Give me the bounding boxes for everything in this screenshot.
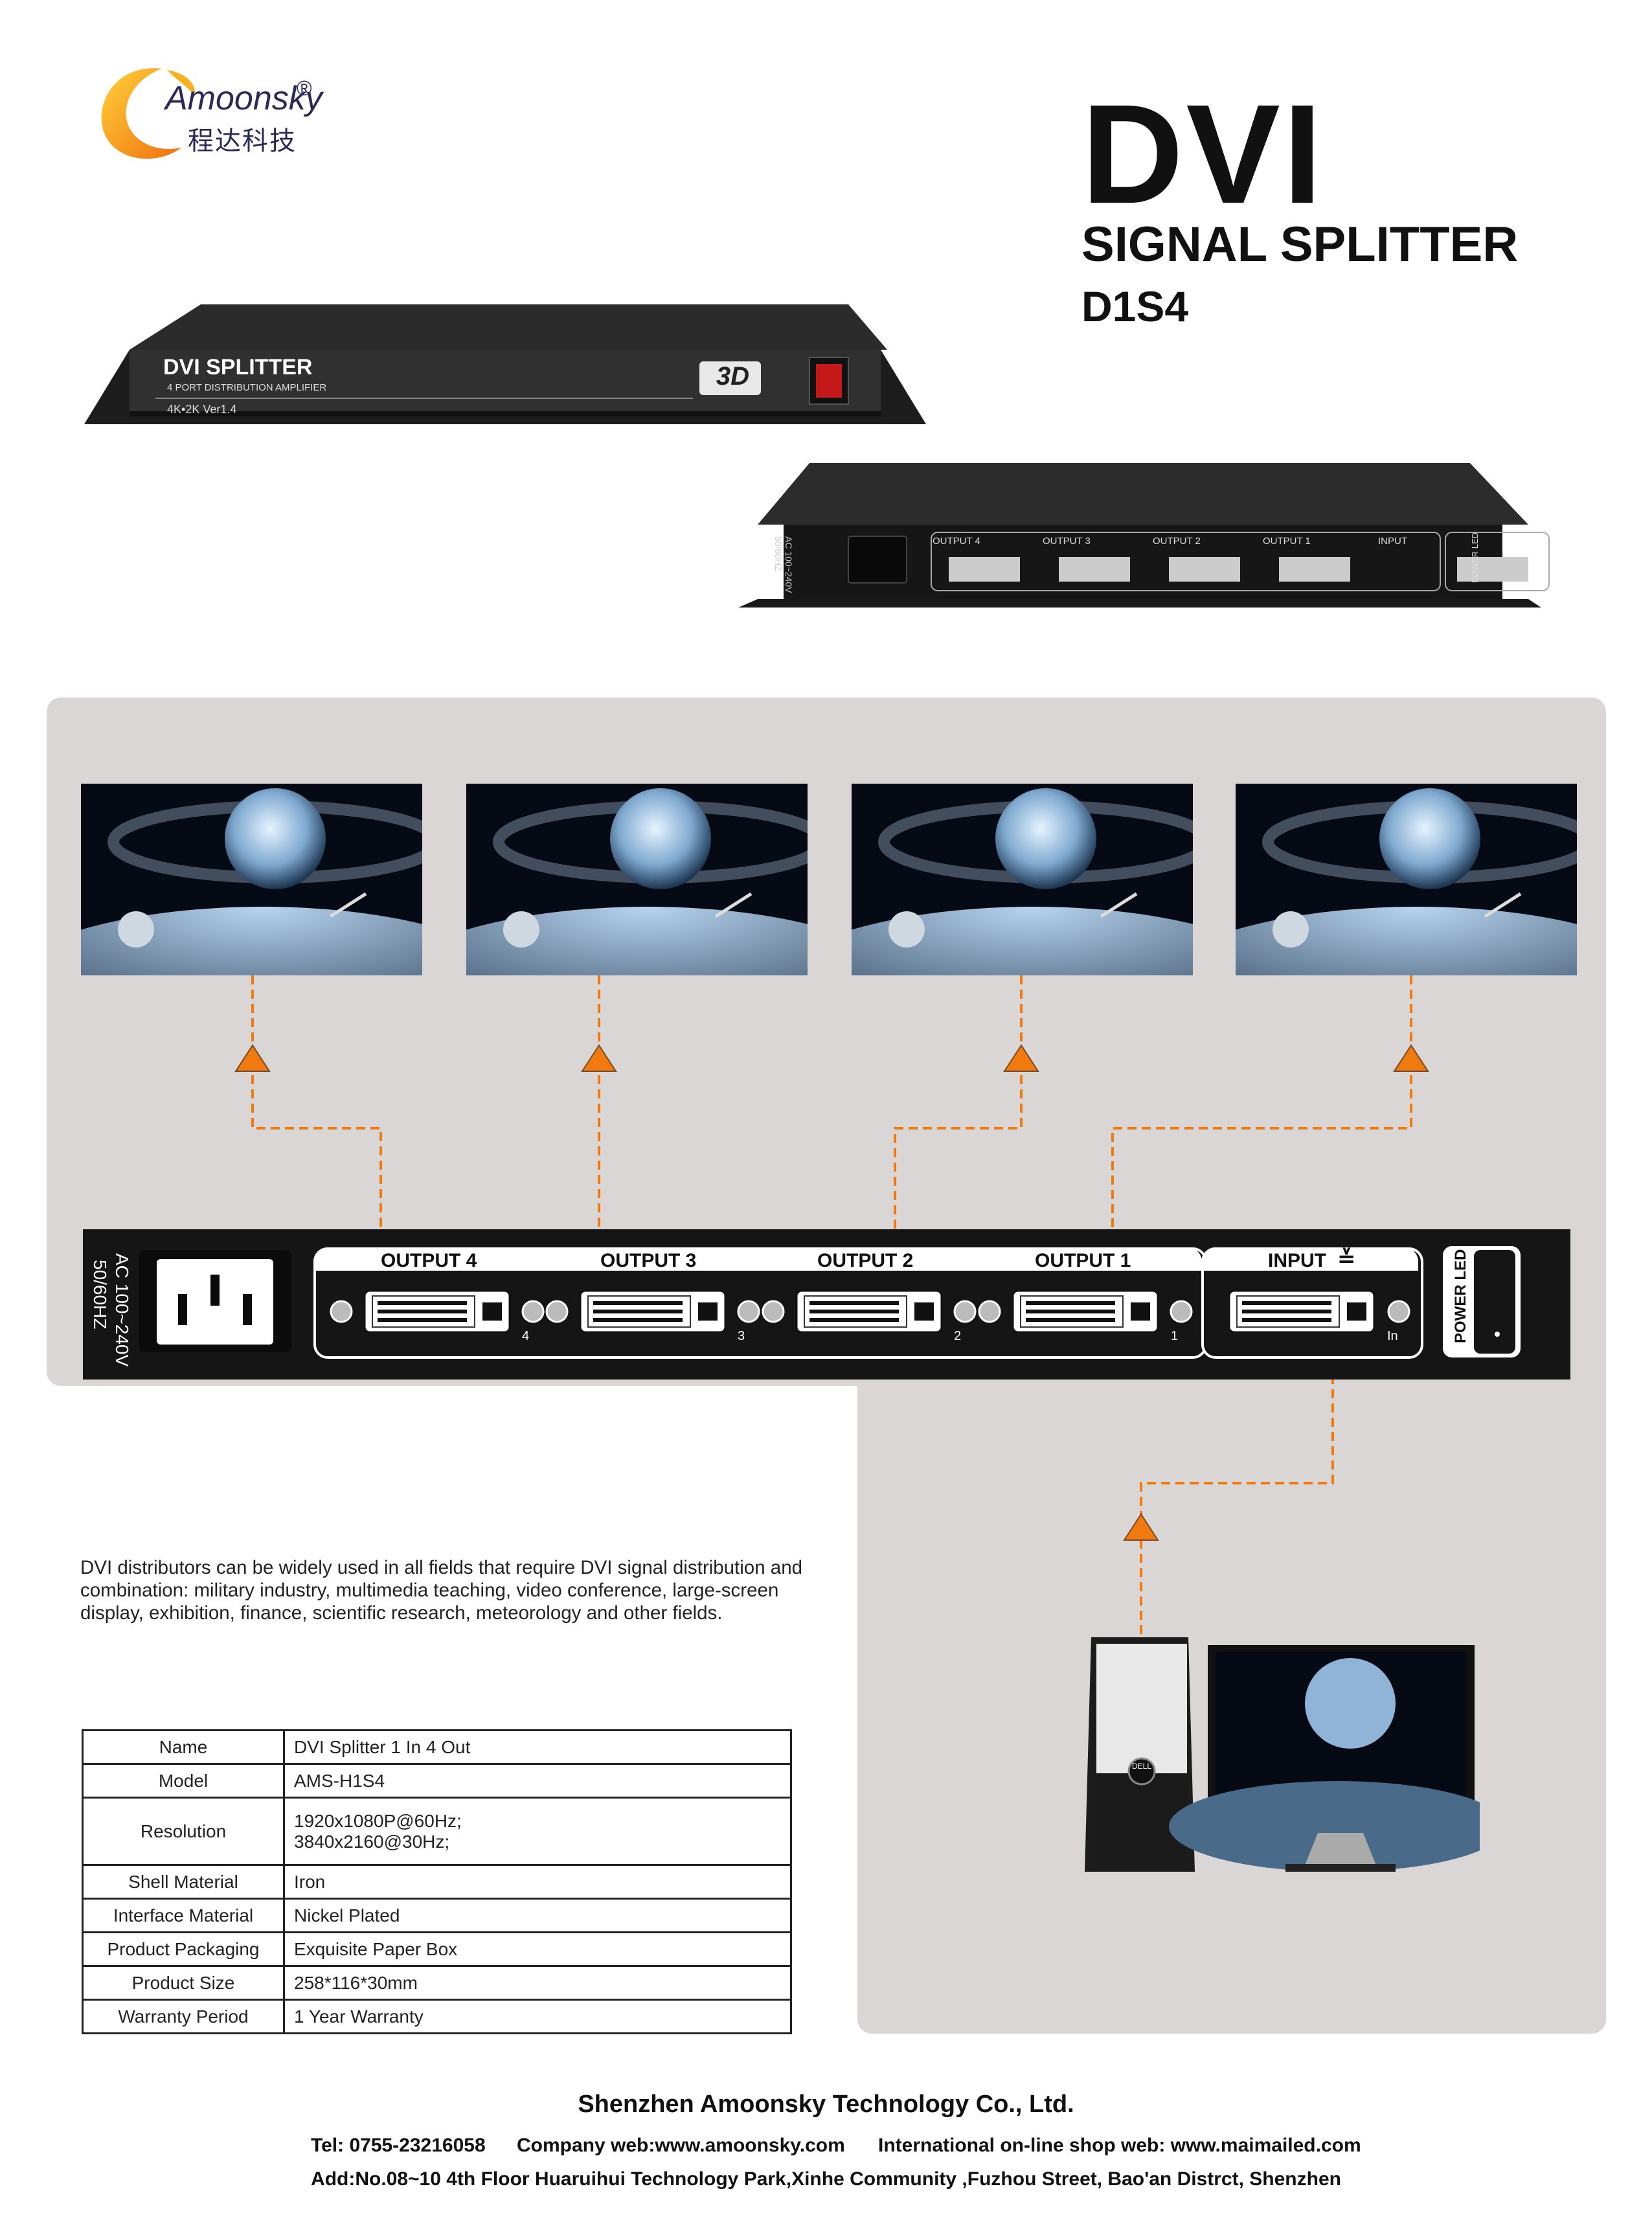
footer-company-web[interactable]: Company web:www.amoonsky.com bbox=[517, 2135, 845, 2156]
input-label: INPUT bbox=[1268, 1250, 1326, 1271]
page-subtitle: SIGNAL SPLITTER bbox=[1081, 217, 1519, 272]
table-row: Product Packaging Exquisite Paper Box bbox=[82, 1931, 792, 1967]
dvi-port-output-1[interactable] bbox=[975, 1286, 1195, 1341]
product-description: DVI distributors can be widely used in a… bbox=[80, 1557, 803, 1624]
dvi-connector-icon bbox=[1228, 1289, 1410, 1334]
spec-key: Product Size bbox=[82, 1965, 285, 2001]
small-output-3: OUTPUT 3 bbox=[1043, 536, 1091, 547]
arrow-up-icon bbox=[1393, 1044, 1429, 1072]
spec-key: Resolution bbox=[82, 1797, 285, 1866]
spec-key: Interface Material bbox=[82, 1898, 285, 1933]
small-output-2: OUTPUT 2 bbox=[1153, 536, 1201, 547]
input-header-bar bbox=[1201, 1247, 1418, 1271]
planet-image-icon bbox=[852, 788, 1193, 975]
device-back-image bbox=[738, 460, 1580, 615]
dvi-connector-icon bbox=[762, 1289, 977, 1334]
logo-chinese-name: 程达科技 bbox=[188, 127, 297, 155]
dvi-port-output-2[interactable] bbox=[759, 1286, 979, 1341]
device-front-sublabel: 4 PORT DISTRIBUTION AMPLIFIER bbox=[167, 382, 327, 393]
arrow-up-icon bbox=[1003, 1044, 1039, 1072]
power-led-label: POWER LED bbox=[1452, 1249, 1469, 1343]
display-screen-4 bbox=[81, 784, 422, 975]
spec-value: Exquisite Paper Box bbox=[283, 1931, 792, 1967]
table-row: Interface Material Nickel Plated bbox=[82, 1898, 792, 1933]
spec-value-line: 3840x2160@30Hz; bbox=[294, 1831, 450, 1852]
spec-value: 1 Year Warranty bbox=[283, 1999, 792, 2034]
power-socket-icon bbox=[157, 1259, 273, 1345]
spec-key: Shell Material bbox=[82, 1864, 285, 1900]
output-header-bar bbox=[313, 1247, 1202, 1271]
table-row: Resolution 1920x1080P@60Hz; 3840x2160@30… bbox=[82, 1797, 792, 1866]
display-screen-2 bbox=[852, 784, 1193, 975]
rear-power-label-2: 50/60HZ bbox=[90, 1260, 110, 1330]
rear-power-label-1: AC 100~240V bbox=[112, 1253, 132, 1367]
footer-shop-web[interactable]: International on-line shop web: www.maim… bbox=[878, 2135, 1361, 2156]
small-output-4: OUTPUT 4 bbox=[933, 536, 980, 547]
dvi-port-output-3[interactable] bbox=[543, 1286, 763, 1341]
arrow-up-icon bbox=[1123, 1513, 1159, 1541]
table-row: Shell Material Iron bbox=[82, 1864, 792, 1900]
dvi-port-input[interactable] bbox=[1198, 1286, 1418, 1341]
spec-key: Product Packaging bbox=[82, 1931, 285, 1967]
spec-table: Name DVI Splitter 1 In 4 Out Model AMS-H… bbox=[82, 1729, 792, 2034]
dvi-connector-icon bbox=[545, 1289, 760, 1334]
table-row: Warranty Period 1 Year Warranty bbox=[82, 1999, 792, 2034]
spec-value: 258*116*30mm bbox=[283, 1965, 792, 2001]
planet-image-icon bbox=[81, 788, 422, 975]
display-screen-3 bbox=[466, 784, 808, 975]
dvi-connector-icon bbox=[330, 1289, 545, 1334]
device-front-image bbox=[84, 285, 926, 434]
spec-value: Nickel Plated bbox=[283, 1898, 792, 1933]
dvi-port-output-4[interactable] bbox=[327, 1286, 547, 1341]
power-led-box: POWER LED bbox=[1443, 1246, 1521, 1357]
input-arrow-icon: ≚ bbox=[1337, 1247, 1356, 1271]
pc-brand-label: DELL bbox=[1132, 1762, 1152, 1771]
power-led-indicator bbox=[1495, 1332, 1500, 1337]
logo-name: Amoonsky bbox=[165, 80, 322, 117]
dvi-connector-icon bbox=[978, 1289, 1193, 1334]
spec-key: Name bbox=[82, 1729, 285, 1765]
spec-value: DVI Splitter 1 In 4 Out bbox=[283, 1729, 792, 1765]
company-logo bbox=[91, 57, 337, 167]
footer-tel: Tel: 0755-23216058 bbox=[311, 2135, 486, 2156]
display-screen-1 bbox=[1236, 784, 1577, 975]
spec-key: Warranty Period bbox=[82, 1999, 285, 2034]
spec-value-line: 1920x1080P@60Hz; bbox=[294, 1810, 462, 1831]
logo-registered-mark: ® bbox=[297, 76, 312, 100]
small-output-1: OUTPUT 1 bbox=[1263, 536, 1311, 547]
port-number-4: 4 bbox=[522, 1329, 530, 1343]
spec-value: AMS-H1S4 bbox=[283, 1763, 792, 1799]
output-4-label: OUTPUT 4 bbox=[381, 1250, 477, 1271]
table-row: Model AMS-H1S4 bbox=[82, 1763, 792, 1799]
planet-image-icon bbox=[466, 788, 808, 975]
table-row: Product Size 258*116*30mm bbox=[82, 1965, 792, 2001]
page-model: D1S4 bbox=[1081, 282, 1189, 330]
output-1-label: OUTPUT 1 bbox=[1035, 1250, 1131, 1271]
output-3-label: OUTPUT 3 bbox=[600, 1250, 697, 1271]
port-number-2: 2 bbox=[954, 1329, 962, 1343]
device-front-version: 4K•2K Ver1.4 bbox=[167, 403, 237, 416]
moon-logo-icon bbox=[101, 68, 195, 159]
device-front-label: DVI SPLITTER bbox=[163, 355, 313, 380]
computer-image bbox=[1078, 1632, 1506, 1878]
page-title: DVI bbox=[1081, 76, 1325, 233]
footer-address: Add:No.08~10 4th Floor Huaruihui Technol… bbox=[311, 2168, 1341, 2190]
badge-3d: 3D bbox=[716, 362, 750, 391]
arrow-up-icon bbox=[581, 1044, 617, 1072]
port-number-1: 1 bbox=[1171, 1329, 1179, 1343]
power-socket[interactable] bbox=[139, 1250, 291, 1352]
table-row: Name DVI Splitter 1 In 4 Out bbox=[82, 1729, 792, 1765]
spec-key: Model bbox=[82, 1763, 285, 1799]
power-led-window bbox=[1474, 1250, 1515, 1354]
spec-value: Iron bbox=[283, 1864, 792, 1900]
footer-company: Shenzhen Amoonsky Technology Co., Ltd. bbox=[578, 2091, 1074, 2118]
arrow-up-icon bbox=[234, 1044, 271, 1072]
spec-value: 1920x1080P@60Hz; 3840x2160@30Hz; bbox=[283, 1797, 792, 1866]
small-input-label: INPUT bbox=[1378, 536, 1407, 547]
planet-image-icon bbox=[1236, 788, 1577, 975]
port-label-in: In bbox=[1387, 1329, 1398, 1343]
output-2-label: OUTPUT 2 bbox=[817, 1250, 914, 1271]
port-number-3: 3 bbox=[738, 1329, 745, 1343]
